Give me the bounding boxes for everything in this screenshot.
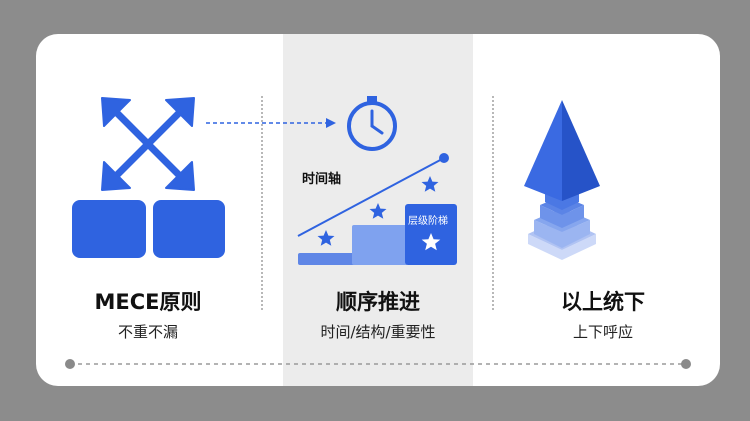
step-1: [298, 253, 358, 265]
diagram-graphics: [65, 96, 691, 369]
bottom-dashed-line: [65, 359, 691, 369]
column-title-topdown: 以上统下: [561, 290, 645, 314]
star-1: [317, 230, 335, 246]
star-4: [421, 233, 441, 251]
star-2: [369, 203, 387, 219]
column-subtitle-sequence: 时间/结构/重要性: [320, 323, 436, 341]
column-subtitle-mece: 不重不漏: [117, 323, 178, 341]
column-subtitle-topdown: 上下呼应: [572, 323, 633, 341]
column-title-sequence: 顺序推进: [336, 290, 420, 314]
step-2: [352, 225, 408, 265]
block-left: [72, 200, 146, 258]
block-right: [153, 200, 225, 258]
timeline-axis-label: 时间轴: [302, 172, 342, 187]
pyramid-icon: [524, 100, 600, 260]
clock-icon: [347, 96, 397, 151]
timeline-line: [297, 153, 449, 237]
divider-left: [261, 96, 263, 310]
ladder-label: 层级阶梯: [408, 216, 448, 227]
diagram-card: 时间轴 层级阶梯 MECE原则 不重不漏 顺序推进 时间/结构/重要性 以上统下…: [36, 34, 720, 386]
dashed-arrow: [206, 118, 336, 128]
column-title-mece: MECE原则: [94, 290, 202, 314]
divider-right: [492, 96, 494, 310]
star-3: [421, 176, 439, 192]
cross-arrows-icon: [101, 97, 195, 191]
